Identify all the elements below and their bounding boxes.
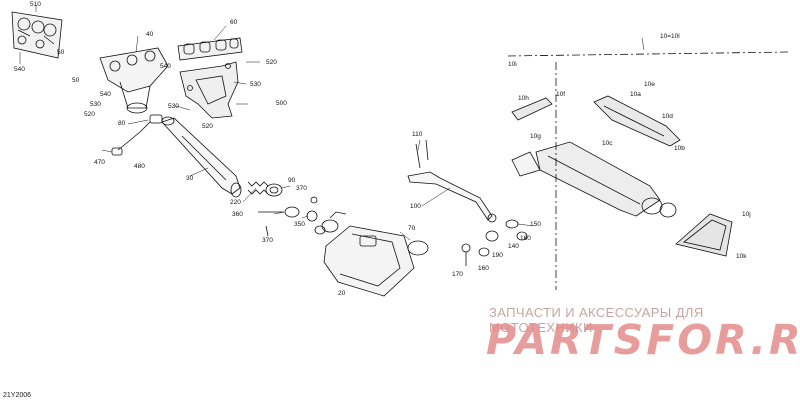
callout-number: 10k	[736, 253, 747, 260]
callout-number: 520	[84, 111, 95, 118]
muffler-part	[321, 211, 429, 297]
callout-number: 540	[100, 91, 111, 98]
callout-number: 500	[276, 100, 287, 107]
callout-number: 10a	[630, 91, 641, 98]
callout-number: 150	[530, 221, 541, 228]
callout-number: 190	[492, 252, 503, 259]
callout-number: 10b	[674, 145, 685, 152]
callout-number: 360	[232, 211, 243, 218]
callout-number: 220	[230, 199, 241, 206]
callout-number: 530	[90, 101, 101, 108]
callout-number: 10e	[644, 81, 655, 88]
exhaust-manifold-part	[99, 47, 169, 114]
upper-shield-part	[593, 95, 681, 147]
callout-number: 40	[146, 31, 154, 38]
silencer-part	[511, 141, 677, 218]
callout-number: 540	[14, 66, 25, 73]
callout-number: 10i	[508, 61, 517, 68]
callout-number: 530	[250, 81, 261, 88]
callout-number: 60	[230, 19, 238, 26]
callout-number: 160	[520, 235, 531, 242]
callout-number: 140	[508, 243, 519, 250]
callout-number: 370	[296, 185, 307, 192]
callout-number: 520	[266, 59, 277, 66]
callout-number: 520	[202, 123, 213, 130]
heat-shield-part	[179, 61, 239, 119]
callout-number: 20	[338, 290, 346, 297]
clamp-part	[247, 181, 283, 197]
callout-number: 90	[288, 177, 296, 184]
callout-number: 50	[72, 77, 80, 84]
callout-number: 70	[408, 225, 416, 232]
callout-number: 10h	[518, 95, 529, 102]
callout-number: 10=10l	[660, 33, 680, 40]
callout-number: 540	[160, 63, 171, 70]
oxygen-sensor-part	[111, 114, 163, 156]
mounting-hardware-part	[258, 196, 326, 237]
callout-number: 530	[168, 103, 179, 110]
callout-number: 10d	[662, 113, 673, 120]
callout-number: 80	[118, 120, 126, 127]
callout-number: 50	[57, 49, 65, 56]
callout-number: 10g	[530, 133, 541, 140]
end-cap-part	[675, 213, 733, 257]
callout-number: 350	[294, 221, 305, 228]
callout-number: 370	[262, 237, 273, 244]
callout-number: 10f	[556, 91, 565, 98]
callout-number: 510	[30, 1, 41, 8]
callout-number: 470	[94, 159, 105, 166]
callout-number: 10c	[602, 140, 613, 147]
callout-number: 160	[478, 265, 489, 272]
manifold-gasket-part	[177, 37, 243, 61]
exhaust-gasket-part	[11, 11, 63, 59]
watermark-brand: PARTSFOR.RU	[486, 316, 800, 364]
callout-number: 170	[452, 271, 463, 278]
callout-labels: 510 540 50 50 40 60 540 520 530 530 540 …	[14, 1, 751, 297]
heat-guard-part	[511, 97, 553, 121]
callout-number: 480	[134, 163, 145, 170]
callout-number: 30	[186, 175, 194, 182]
callout-number: 110	[412, 131, 423, 138]
hanger-rod-part	[407, 139, 497, 223]
diagram-code: 21Y2006	[3, 392, 32, 399]
front-exhaust-pipe-part	[161, 116, 242, 198]
watermark-tagline: ЗАПЧАСТИ И АКСЕССУАРЫ ДЛЯ МОТОТЕХНИКИ	[489, 305, 704, 335]
callout-number: 100	[410, 203, 421, 210]
callout-number: 10j	[742, 211, 751, 218]
